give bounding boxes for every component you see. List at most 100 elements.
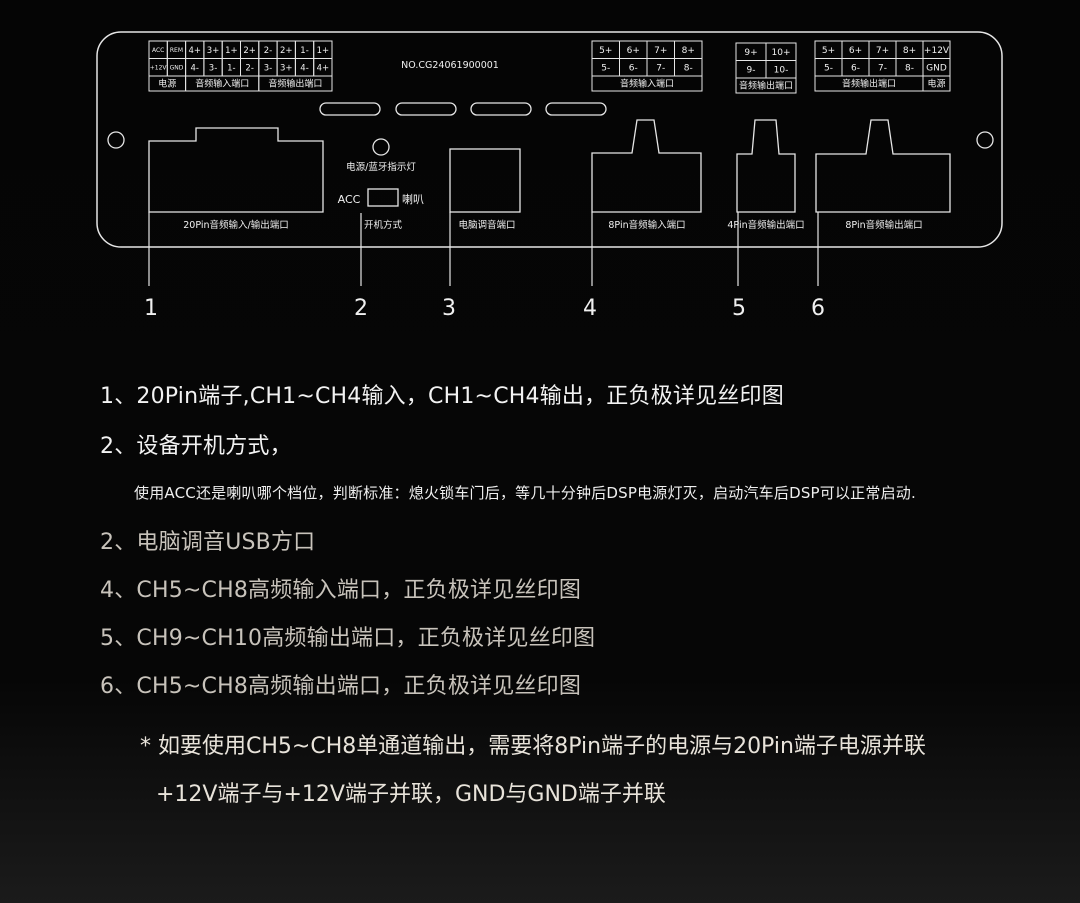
terminal-label: 1+ (225, 46, 238, 56)
description-2: 2、设备开机方式， (100, 434, 292, 459)
terminal-label: 4- (300, 63, 308, 73)
description-1: 1、20Pin端子,CH1~CH4输入，CH1~CH4输出，正负极详见丝印图 (100, 384, 784, 409)
terminal-group-label: 电源 (927, 78, 945, 90)
vent-slot (395, 102, 457, 116)
terminal-label: 5- (824, 63, 833, 73)
note-line-1: * 如要使用CH5~CH8单通道输出，需要将8Pin端子的电源与20Pin端子电… (140, 734, 926, 759)
vent-slot (470, 102, 532, 116)
vent-slot (545, 102, 607, 116)
description-6: 6、CH5~CH8高频输出端口，正负极详见丝印图 (100, 674, 582, 699)
terminal-label: 8- (684, 63, 693, 73)
terminal-block-ch9-ch10-out: 9+ 10+ 9- 10- 音频输出端口 (735, 42, 797, 94)
terminal-group-label: 音频输出端口 (268, 78, 322, 90)
terminal-label: 8+ (903, 46, 916, 56)
label-8pin-input: 8Pin音频输入端口 (608, 219, 685, 231)
description-3: 2、电脑调音USB方口 (100, 530, 316, 555)
terminal-label: 6+ (849, 46, 862, 56)
terminal-label: ACC (152, 47, 164, 54)
terminal-label: 8+ (682, 46, 695, 56)
label-acc: ACC (338, 193, 361, 206)
terminal-label: 3- (264, 63, 272, 73)
terminal-label: 1- (300, 46, 308, 56)
terminal-label: REM (170, 47, 183, 54)
connector-8pin-output (815, 119, 951, 213)
terminal-label: 10- (774, 65, 789, 75)
label-20pin-port: 20Pin音频输入/输出端口 (183, 219, 288, 231)
device-panel-diagram: NO.CG24061900001 ACC REM 4+ 3+ 1+ 2+ 2- 2+ 1- 1+ +… (96, 31, 1003, 321)
description-4: 4、CH5~CH8高频输入端口，正负极详见丝印图 (100, 578, 582, 603)
terminal-cell (258, 75, 333, 92)
terminal-group-label: 音频输出端口 (842, 78, 896, 90)
mount-hole-right (976, 131, 994, 149)
terminal-label: GND (170, 64, 184, 71)
mount-hole-left (107, 131, 125, 149)
callout-5: 5 (732, 296, 746, 321)
terminal-cell (922, 75, 951, 92)
terminal-label: 4+ (188, 46, 201, 56)
connector-20pin (148, 127, 324, 213)
terminal-label: 1- (227, 63, 235, 73)
terminal-group-label: 音频输入端口 (620, 78, 674, 90)
terminal-label: +12V (924, 46, 950, 56)
callout-1: 1 (144, 296, 158, 321)
terminal-label: 7+ (876, 46, 889, 56)
label-4pin-output: 4Pin音频输出端口 (727, 219, 804, 231)
label-led-indicator: 电源/蓝牙指示灯 (346, 161, 416, 173)
serial-number: NO.CG24061900001 (401, 60, 499, 71)
connector-4pin-output (736, 119, 796, 213)
callout-2: 2 (354, 296, 368, 321)
vent-slot (319, 102, 381, 116)
terminal-label: +12V (150, 64, 168, 71)
label-8pin-output: 8Pin音频输出端口 (845, 219, 922, 231)
terminal-label: 1+ (317, 46, 330, 56)
terminal-label: 9- (747, 65, 756, 75)
callout-3: 3 (442, 296, 456, 321)
callout-6: 6 (811, 296, 825, 321)
label-startup-mode: 开机方式 (364, 219, 403, 231)
terminal-label: 3- (209, 63, 217, 73)
terminal-group-label: 电源 (158, 78, 176, 90)
terminal-label: 10+ (772, 48, 791, 58)
terminal-label: 7- (878, 63, 887, 73)
terminal-label: 2- (264, 46, 272, 56)
terminal-group-label: 音频输出端口 (739, 80, 793, 92)
terminal-label: 7- (656, 63, 665, 73)
terminal-label: 3+ (280, 63, 293, 73)
terminal-label: 8- (905, 63, 914, 73)
callout-numbers: 1 2 3 4 5 6 (144, 296, 825, 321)
vent-slots (319, 102, 607, 116)
terminal-label: 5+ (822, 46, 835, 56)
terminal-label: 2+ (280, 46, 293, 56)
label-speaker: 喇叭 (402, 192, 424, 206)
callout-4: 4 (583, 296, 597, 321)
startup-switch (367, 188, 399, 207)
terminal-label: 2- (245, 63, 253, 73)
led-indicator-icon (372, 138, 390, 156)
note-line-2: +12V端子与+12V端子并联，GND与GND端子并联 (156, 782, 666, 807)
terminal-label: 6+ (627, 46, 640, 56)
terminal-block-ch5-ch8-in: 5+ 6+ 7+ 8+ 5- 6- 7- 8- 音频输入端口 (591, 40, 703, 92)
terminal-label: 7+ (654, 46, 667, 56)
terminal-label: GND (926, 63, 947, 73)
panel-outline (96, 31, 1003, 248)
terminal-label: 5- (601, 63, 610, 73)
terminal-label: 2+ (243, 46, 256, 56)
terminal-cell (735, 77, 797, 94)
terminal-group-label: 音频输入端口 (195, 78, 249, 90)
description-2-detail: 使用ACC还是喇叭哪个档位，判断标准：熄火锁车门后，等几十分钟后DSP电源灯灭，… (134, 484, 916, 502)
terminal-cell (591, 75, 703, 92)
terminal-label: 9+ (744, 48, 757, 58)
label-usb-port: 电脑调音端口 (458, 219, 515, 231)
terminal-label: 3+ (207, 46, 220, 56)
usb-port (449, 148, 521, 213)
description-5: 5、CH9~CH10高频输出端口，正负极详见丝印图 (100, 626, 596, 651)
connector-8pin-input (591, 119, 702, 213)
terminal-label: 4+ (317, 63, 330, 73)
terminal-label: 6- (629, 63, 638, 73)
leader-lines (148, 212, 819, 286)
terminal-label: 4- (191, 63, 199, 73)
terminal-block-ch5-ch8-out: 5+ 6+ 7+ 8+ +12V 5- 6- 7- 8- GND 音频输出端口 电源 (814, 40, 951, 92)
terminal-label: 5+ (599, 46, 612, 56)
terminal-label: 6- (851, 63, 860, 73)
